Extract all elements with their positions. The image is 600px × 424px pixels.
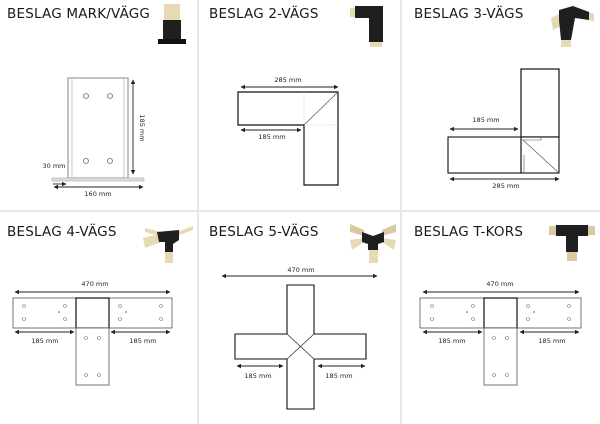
four-way-bracket-icon bbox=[143, 226, 193, 263]
two-way-corner-bracket-icon bbox=[350, 6, 383, 47]
three-way-corner-bracket-icon bbox=[551, 6, 594, 47]
total-label: 285 mm bbox=[274, 76, 301, 84]
flange-label: 30 mm bbox=[42, 162, 65, 170]
divider-horizontal bbox=[0, 210, 600, 212]
panel-2-vags: BESLAG 2-VÄGS 285 mm 185 mm bbox=[199, 0, 400, 210]
panel-mark-vagg: BESLAG MARK/VÄGG 185 mm 30 mm 160 mm bbox=[0, 0, 197, 210]
panel-t-kors: BESLAG T-KORS 470 mm bbox=[402, 212, 600, 424]
right-arm-label: 185 mm bbox=[538, 337, 565, 345]
panel-title: BESLAG 2-VÄGS bbox=[209, 6, 319, 22]
total-label: 470 mm bbox=[287, 266, 314, 274]
panel-3-vags: BESLAG 3-VÄGS 185 mm 285 mm bbox=[402, 0, 600, 210]
post-base-bracket-icon bbox=[158, 4, 186, 44]
total-label: 285 mm bbox=[492, 182, 519, 190]
four-way-diagram: 470 mm 185 mm 185 mm bbox=[12, 280, 173, 386]
left-arm-label: 185 mm bbox=[244, 372, 271, 380]
panel-title: BESLAG 5-VÄGS bbox=[209, 224, 319, 240]
left-arm-label: 185 mm bbox=[438, 337, 465, 345]
panel-title: BESLAG 3-VÄGS bbox=[414, 6, 524, 22]
t-cross-bracket-icon bbox=[549, 225, 595, 261]
panel-title: BESLAG T-KORS bbox=[414, 224, 524, 240]
arm-label: 185 mm bbox=[472, 116, 499, 124]
panel-title: BESLAG 4-VÄGS bbox=[7, 224, 117, 240]
total-label: 470 mm bbox=[81, 280, 108, 288]
divider-vertical-2 bbox=[400, 0, 402, 424]
five-way-diagram: 470 mm 185 mm 185 mm bbox=[221, 266, 378, 410]
five-way-bracket-icon bbox=[350, 224, 396, 263]
two-way-diagram: 285 mm 185 mm bbox=[237, 76, 339, 186]
panel-title: BESLAG MARK/VÄGG bbox=[7, 6, 151, 22]
total-label: 470 mm bbox=[486, 280, 513, 288]
arm-label: 185 mm bbox=[258, 133, 285, 141]
mark-vagg-diagram: 185 mm 30 mm 160 mm bbox=[42, 77, 146, 198]
panel-5-vags: BESLAG 5-VÄGS 470 mm 185 mm 185 mm bbox=[199, 212, 400, 424]
panel-4-vags: BESLAG 4-VÄGS 470 mm bbox=[0, 212, 197, 424]
left-arm-label: 185 mm bbox=[31, 337, 58, 345]
height-label: 185 mm bbox=[138, 114, 146, 141]
right-arm-label: 185 mm bbox=[325, 372, 352, 380]
divider-vertical-1 bbox=[197, 0, 199, 424]
right-arm-label: 185 mm bbox=[129, 337, 156, 345]
width-label: 160 mm bbox=[84, 190, 111, 198]
three-way-diagram: 185 mm 285 mm bbox=[447, 68, 560, 190]
t-cross-diagram: 470 mm 185 mm 185 mm bbox=[419, 280, 582, 386]
